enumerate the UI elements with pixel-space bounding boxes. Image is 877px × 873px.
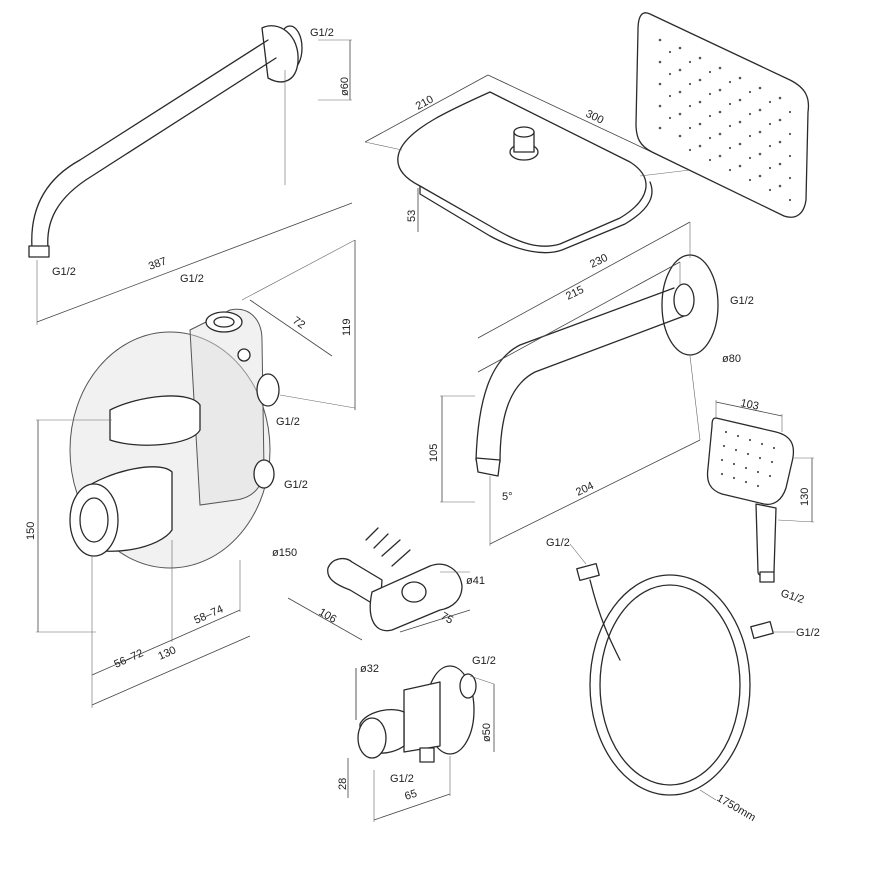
- hose-end-1: [576, 562, 600, 582]
- arm-tube-top: [31, 39, 269, 249]
- hose-lead-in: [589, 579, 621, 661]
- head-height-label: 53: [406, 210, 418, 222]
- hand-shower-thread: [759, 571, 775, 583]
- outlet-body: [403, 681, 441, 753]
- bath-spout: 230 215 G1/2 ø80 105 5° 204: [428, 221, 754, 546]
- wall-outlet: ø32 G1/2 ø50 28 G1/2 65: [337, 655, 496, 822]
- valve-range-2-label: 56–72: [112, 647, 145, 670]
- valve-side-thread-2-label: G1/2: [284, 479, 308, 491]
- head-face-nozzles: [658, 38, 792, 202]
- outlet-flange-label: ø50: [481, 723, 493, 742]
- hose-thread-1-label: G1/2: [546, 537, 570, 549]
- outlet-thread-top-label: G1/2: [472, 655, 496, 667]
- arm-flange-dia-label: ø60: [339, 77, 351, 96]
- spout-reach-label: 204: [574, 480, 596, 499]
- spout-tube-bottom: [499, 315, 685, 463]
- head-plate-edge: [419, 181, 653, 254]
- head-width-dim: [364, 74, 489, 143]
- valve-plate-dia-label: ø150: [272, 547, 297, 559]
- valve-119-label: 119: [341, 318, 353, 336]
- valve-lower-knob: [69, 483, 119, 557]
- spout-reach-dim: [489, 439, 701, 545]
- spout-thread: [673, 283, 695, 317]
- valve-range-1-label: 58–74: [192, 603, 225, 626]
- arm-wall-flange: [261, 25, 299, 83]
- outlet-cap: [357, 717, 387, 759]
- valve-72-dim: [249, 299, 333, 357]
- hand-width-label: 103: [739, 397, 759, 413]
- spout-thread-label: G1/2: [730, 295, 754, 307]
- valve-upper-handle: [109, 395, 201, 446]
- arm-tube-bottom: [47, 57, 277, 249]
- shower-holder: 106 ø41 75: [287, 527, 485, 641]
- holder-dia-label: ø41: [466, 575, 485, 587]
- hose-thread-2-label: G1/2: [796, 627, 820, 639]
- shower-hose: G1/2 G1/2 1750mm: [546, 537, 820, 824]
- hand-height-label: 130: [799, 488, 811, 506]
- hand-shower: 103 130 G1/2: [706, 397, 815, 606]
- arm-length-dim: [36, 202, 353, 323]
- hose-coil-outer: [589, 574, 751, 796]
- holder-len-dim: [287, 597, 363, 641]
- spout-215-label: 215: [564, 284, 586, 303]
- hand-shower-handle: [755, 503, 777, 578]
- spout-230-dim: [477, 221, 691, 339]
- valve-body-ghost: [189, 308, 265, 506]
- hand-thread-label: G1/2: [779, 587, 805, 606]
- outlet-thread-bottom-label: G1/2: [390, 773, 414, 785]
- spout-215-dim: [477, 261, 681, 373]
- valve-depth-dim: [91, 635, 251, 706]
- valve-72-label: 72: [290, 315, 307, 332]
- spout-flange-label: ø80: [722, 353, 741, 365]
- mixer-valve: G1/2 72 119 G1/2 G1/2 150 ø150 58–74 56–…: [25, 239, 356, 708]
- valve-side-port-1: [256, 373, 280, 407]
- holder-depth-dim: [399, 609, 471, 633]
- arm-thread-end-label: G1/2: [52, 266, 76, 278]
- head-face-plate: [635, 12, 810, 218]
- valve-top-thread-label: G1/2: [180, 273, 204, 285]
- outlet-top-thread: [459, 673, 477, 699]
- holder-len-label: 106: [317, 606, 339, 626]
- spout-tube-top: [475, 287, 675, 461]
- arm-outlet: [28, 245, 50, 258]
- hand-shower-nozzles: [720, 430, 776, 488]
- outlet-depth-label: 65: [403, 788, 418, 803]
- shower-arm: G1/2 ø60 387 G1/2: [28, 25, 353, 325]
- outlet-bottom-thread: [419, 747, 435, 763]
- outlet-height-label: 28: [337, 778, 349, 790]
- holder-depth-label: 75: [439, 610, 456, 627]
- head-plate: [397, 91, 647, 247]
- outlet-dia-label: ø32: [360, 663, 379, 675]
- valve-top-port: [205, 311, 243, 333]
- hose-end-2: [750, 620, 774, 640]
- valve-side-port-2: [253, 459, 275, 489]
- spout-angle-label: 5°: [502, 491, 513, 503]
- hand-width-dim: [715, 401, 783, 417]
- head-width-label: 210: [414, 93, 436, 112]
- head-length-label: 300: [584, 108, 606, 127]
- valve-side-thread-1-label: G1/2: [276, 416, 300, 428]
- arm-length-label: 387: [147, 255, 168, 273]
- spout-height-label: 105: [428, 444, 440, 462]
- valve-range-1-dim: [171, 609, 241, 641]
- holder-clip: [369, 563, 463, 632]
- shower-head-face: [635, 12, 810, 218]
- hose-coil-inner: [599, 584, 741, 786]
- valve-depth-label: 130: [156, 644, 178, 662]
- arm-thread-top-label: G1/2: [310, 27, 334, 39]
- hose-length-label: 1750mm: [715, 792, 758, 824]
- valve-plate-height-label: 150: [25, 522, 37, 540]
- holder-screws: [365, 527, 411, 567]
- hand-shower-head: [706, 417, 795, 506]
- spout-outlet: [475, 457, 501, 477]
- valve-range-2-dim: [91, 639, 173, 676]
